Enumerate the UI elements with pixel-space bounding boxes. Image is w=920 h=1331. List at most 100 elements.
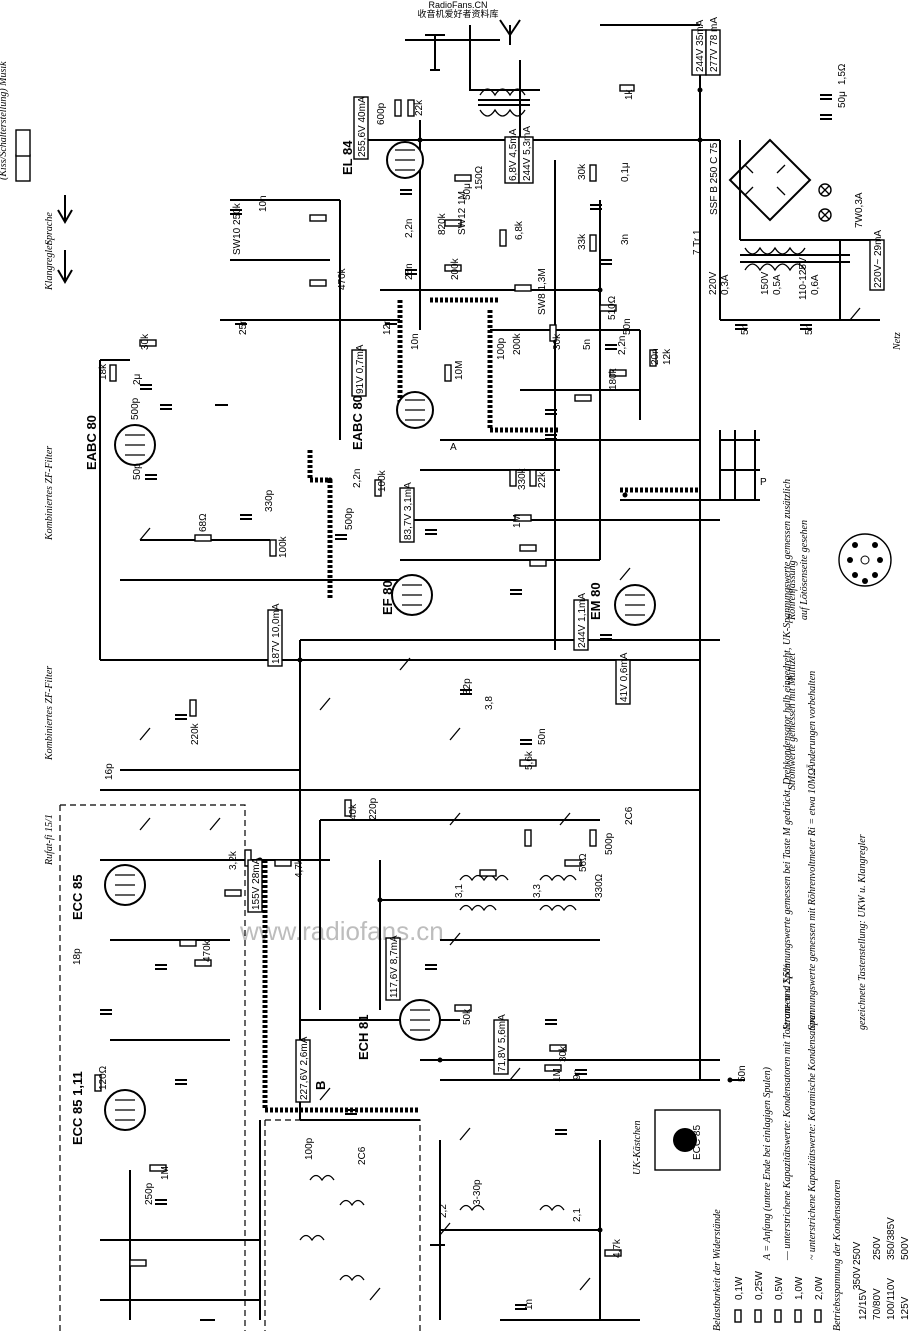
svg-text:B: B <box>313 1081 328 1090</box>
svg-text:100p: 100p <box>304 1137 315 1160</box>
svg-text:470k: 470k <box>337 267 348 290</box>
svg-text:250V: 250V <box>872 1236 883 1260</box>
svg-text:10n: 10n <box>410 333 421 350</box>
svg-text:330k: 330k <box>517 467 528 490</box>
legend-voltage: 12/15V 70/80V 100/110V 125V 250V 350/385… <box>858 1217 911 1320</box>
svg-text:0,25W: 0,25W <box>754 1271 765 1300</box>
svg-text:50n: 50n <box>737 1065 748 1082</box>
svg-text:1,5Ω: 1,5Ω <box>837 63 848 85</box>
svg-text:50p: 50p <box>132 463 143 480</box>
tube-eabc80-lower: EABC 80 <box>84 415 156 470</box>
note-multizet: Stromwerte gemessen mit Multizet <box>787 653 798 790</box>
svg-text:2,1: 2,1 <box>572 1208 583 1222</box>
svg-text:12/15V: 12/15V <box>858 1288 869 1320</box>
svg-text:68Ω: 68Ω <box>198 513 209 532</box>
svg-text:3n: 3n <box>620 234 631 245</box>
svg-text:255,6V 40mA: 255,6V 40mA <box>357 96 368 157</box>
svg-text:6,8k: 6,8k <box>514 220 525 240</box>
svg-text:500V: 500V <box>900 1236 911 1260</box>
output-plug: P <box>734 430 767 500</box>
svg-text:30k: 30k <box>140 333 151 350</box>
socket-subtitle: auf Lötösenseite gesehen <box>799 520 810 620</box>
svg-text:6,8V 4,5mA: 6,8V 4,5mA <box>508 128 519 181</box>
svg-text:500p: 500p <box>604 832 615 855</box>
svg-text:Netz: Netz <box>892 332 903 351</box>
tube-el84: EL 84 <box>340 140 424 179</box>
svg-text:155V 28mA: 155V 28mA <box>251 857 262 910</box>
svg-text:5n: 5n <box>582 339 593 350</box>
svg-text:SW8 1,3M: SW8 1,3M <box>537 268 548 315</box>
svg-text:7W0,3A: 7W0,3A <box>854 192 865 228</box>
svg-text:30k: 30k <box>558 1045 569 1062</box>
svg-text:2,2n: 2,2n <box>352 469 363 488</box>
svg-text:244V 1,1mA: 244V 1,1mA <box>577 593 588 648</box>
svg-text:250p: 250p <box>144 1182 155 1205</box>
uk-box-label: UK-Kästchen <box>632 1121 643 1175</box>
svg-text:SW10 250k: SW10 250k <box>232 202 243 255</box>
svg-text:ECC 85 1,11: ECC 85 1,11 <box>70 1071 85 1145</box>
svg-text:SSF B 250 C 75: SSF B 250 C 75 <box>709 142 720 215</box>
svg-text:1,0W: 1,0W <box>794 1276 805 1300</box>
svg-text:18k: 18k <box>98 363 109 380</box>
svg-text:350V: 350V <box>852 1266 863 1290</box>
svg-text:EABC 80: EABC 80 <box>350 395 365 450</box>
svg-text:277V 78 mA: 277V 78 mA <box>709 17 720 72</box>
svg-text:220V~ 29mA: 220V~ 29mA <box>873 230 884 288</box>
svg-text:2C6: 2C6 <box>357 1146 368 1165</box>
svg-text:9n: 9n <box>572 1069 583 1080</box>
svg-text:4,7k: 4,7k <box>612 1238 623 1258</box>
rectifier-bridge <box>728 138 832 222</box>
tube-ech81: ECH 81 <box>356 999 441 1060</box>
svg-text:50μ: 50μ <box>837 91 848 108</box>
note-ceramic: ~ unterstrichene Kapazitätswerte: Kerami… <box>807 1010 818 1260</box>
svg-text:1n: 1n <box>524 1299 535 1310</box>
svg-text:16p: 16p <box>104 763 115 780</box>
svg-text:10M: 10M <box>454 361 465 380</box>
svg-text:22k: 22k <box>414 99 425 116</box>
ground-symbols <box>200 404 745 1321</box>
note-musik: (Kiss/Schalterstellung) Musik <box>0 61 9 180</box>
svg-text:EABC 80: EABC 80 <box>84 415 99 470</box>
svg-text:50k: 50k <box>462 1008 473 1025</box>
switch-marks <box>139 87 861 1301</box>
legend-wattage: 0,1W 0,25W 0,5W 1,0W 2,0W <box>734 1271 825 1323</box>
svg-text:100k: 100k <box>278 535 289 558</box>
svg-text:180k: 180k <box>608 367 619 390</box>
note-sprache: Sprache <box>44 212 55 245</box>
svg-text:0,5W: 0,5W <box>774 1276 785 1300</box>
svg-text:470k: 470k <box>202 939 213 962</box>
svg-text:83,7V 3,1mA: 83,7V 3,1mA <box>403 482 414 540</box>
svg-text:EL 84: EL 84 <box>340 140 355 175</box>
note-switch: gezeichnete Tastenstellung: UKW u. Klang… <box>857 834 868 1030</box>
tube-socket-diagram <box>838 533 892 587</box>
svg-text:0,1μ: 0,1μ <box>620 162 631 182</box>
svg-text:32p: 32p <box>462 678 473 695</box>
svg-text:3,8: 3,8 <box>484 696 495 710</box>
svg-text:600p: 600p <box>376 102 387 125</box>
svg-text:ECC 85: ECC 85 <box>692 1125 703 1160</box>
svg-text:41V 0,6mA: 41V 0,6mA <box>619 652 630 702</box>
tuner-box <box>59 804 421 1331</box>
svg-text:3-30p: 3-30p <box>472 1179 483 1205</box>
zf-filter-label-1: Kombiniertes ZF-Filter <box>44 446 55 541</box>
svg-text:2,2: 2,2 <box>438 1204 449 1218</box>
svg-text:50n: 50n <box>537 728 548 745</box>
svg-text:3,2k: 3,2k <box>228 850 239 870</box>
note-tolerance: — unterstrichene Kapazitätswerte: Konden… <box>782 964 793 1261</box>
svg-text:30k: 30k <box>552 333 563 350</box>
svg-text:150V: 150V <box>760 271 771 295</box>
tube-em80: EM 80 <box>588 582 656 626</box>
svg-text:100/110V: 100/110V <box>886 1278 897 1320</box>
svg-text:7 Tr 1: 7 Tr 1 <box>692 229 703 255</box>
legend-watt-title: Belastbarkeit der Widerstände <box>712 1209 723 1331</box>
output-transformer <box>478 88 530 117</box>
svg-text:200k: 200k <box>512 332 523 355</box>
svg-text:ECC 85: ECC 85 <box>70 874 85 920</box>
svg-text:25n: 25n <box>404 263 415 280</box>
tuner-label: Rufat-fi 15/1 <box>44 814 55 866</box>
svg-text:12k: 12k <box>662 348 673 365</box>
svg-text:220p: 220p <box>368 797 379 820</box>
switch-arrows <box>57 195 73 284</box>
